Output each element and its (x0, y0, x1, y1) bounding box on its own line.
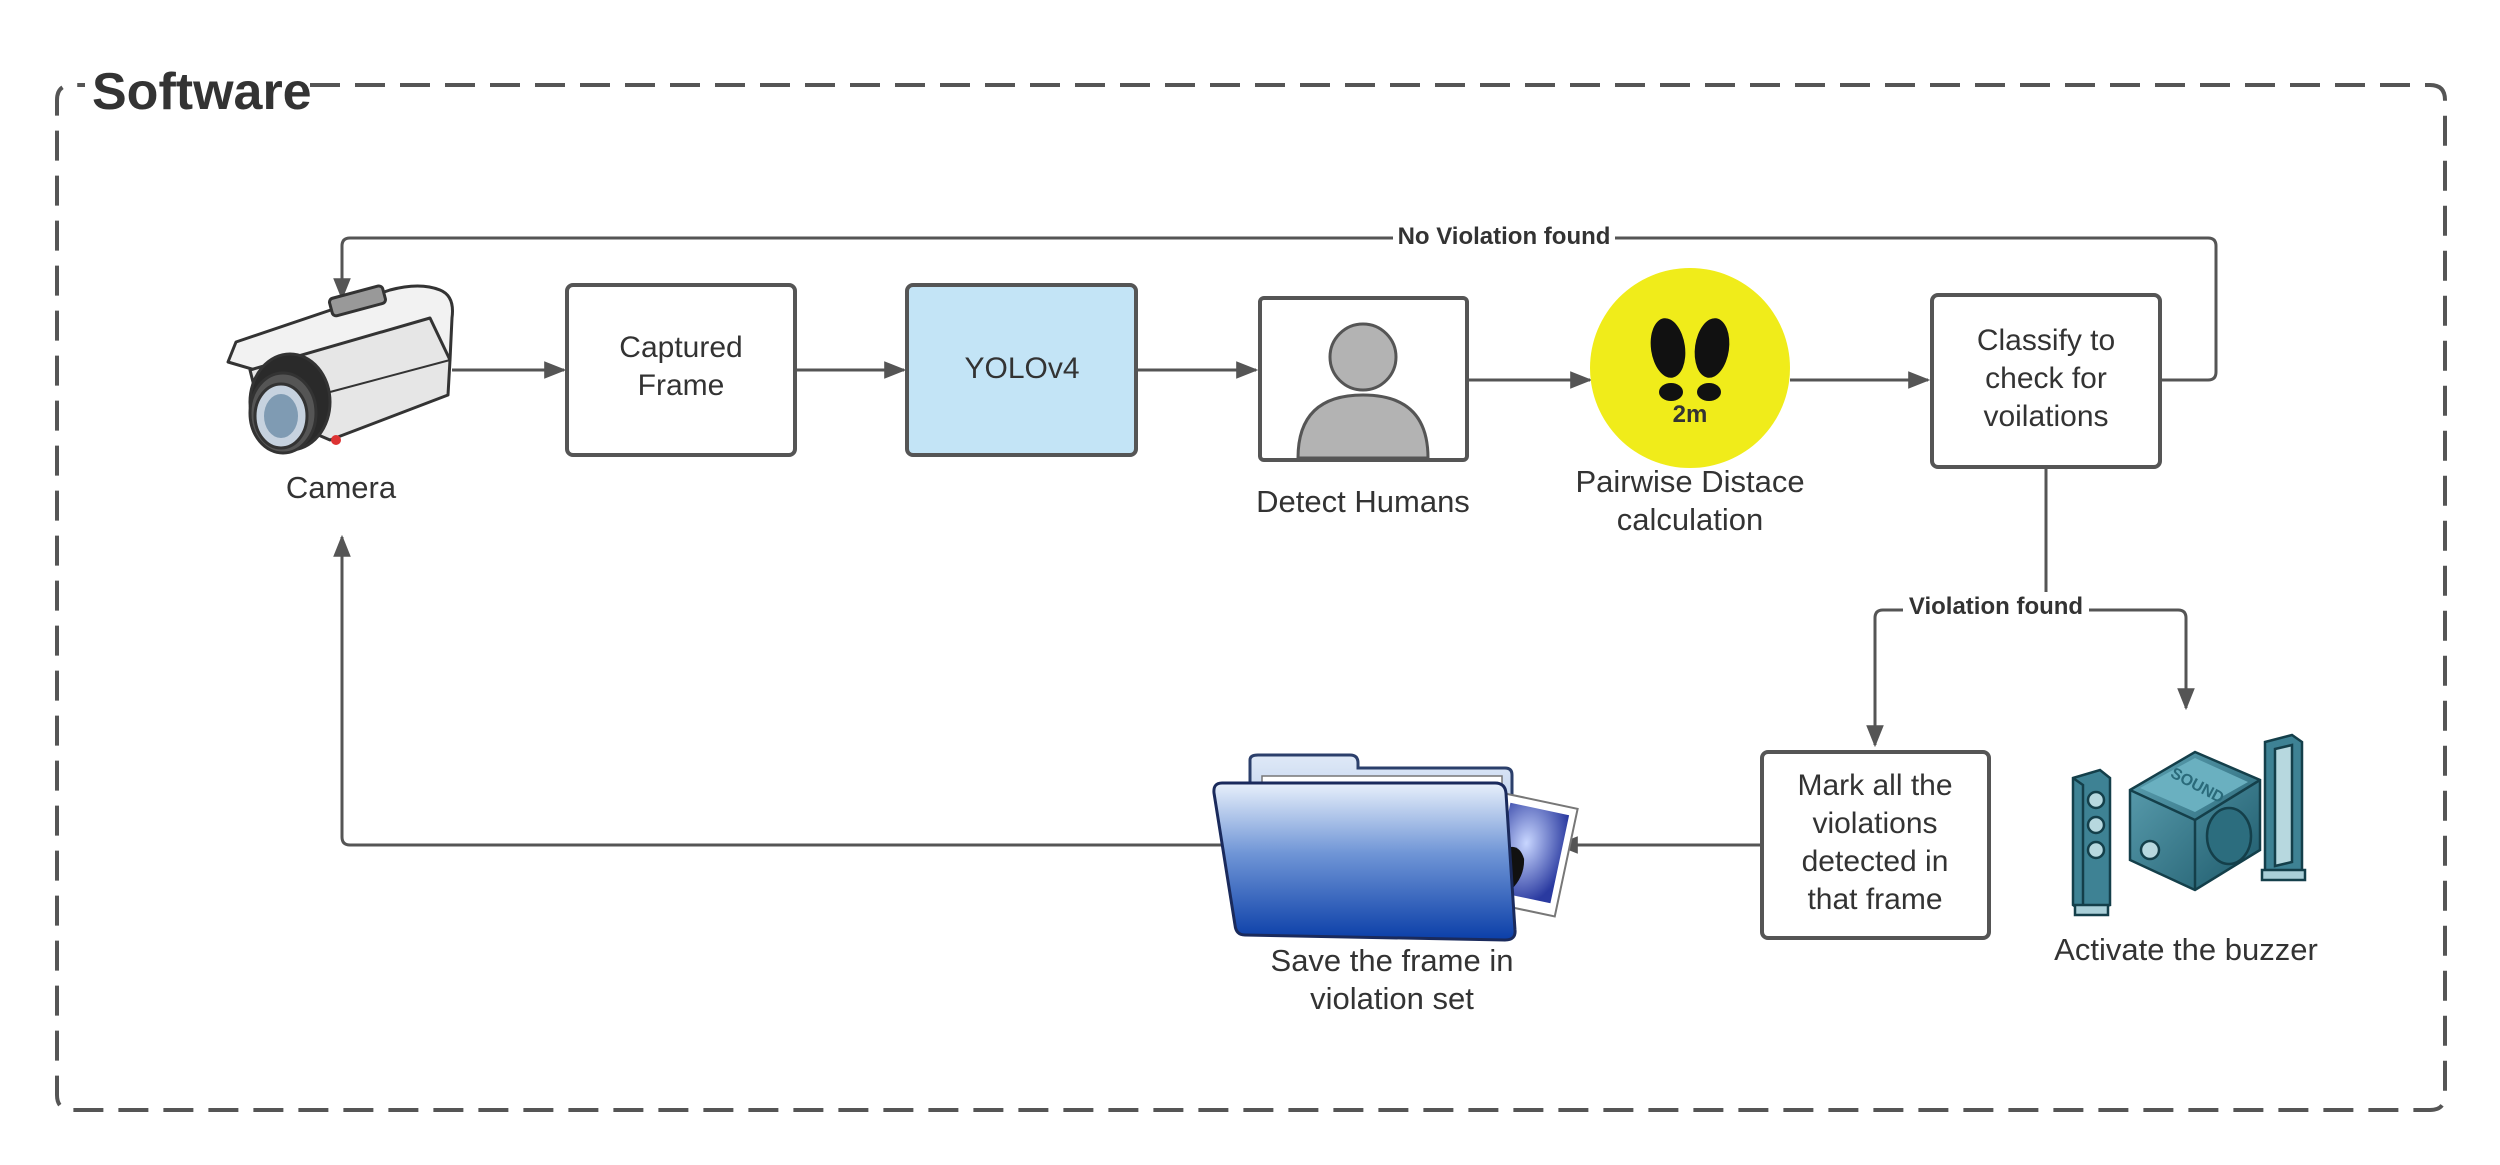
speaker-icon: SOUND (2071, 733, 2307, 917)
frame-title: Software (92, 63, 312, 121)
folder-icon (1212, 753, 1579, 942)
detect-humans-label: Detect Humans (1256, 484, 1470, 519)
edge-save-to-camera (333, 534, 1225, 847)
edge-label-violation: Violation found (1909, 593, 2083, 620)
edge-violation-to-mark (1866, 467, 2048, 748)
classify-node: Classify to check for voilations (1930, 293, 2162, 469)
classify-line1: Classify to (1977, 324, 2115, 357)
pairwise-line1: Pairwise Distace (1575, 464, 1804, 499)
mark-violations-node: Mark all the violations detected in that… (1760, 750, 1991, 940)
mark-line1: Mark all the (1797, 769, 1952, 802)
save-line2: violation set (1310, 981, 1474, 1016)
footprints-icon (1650, 318, 1730, 401)
edge-violation-to-buzzer (2046, 608, 2195, 711)
pairwise-node: 2m Pairwise Distace calculation (1575, 268, 1805, 537)
classify-line2: check for (1985, 362, 2107, 395)
captured-frame-line1: Captured (619, 331, 742, 364)
pairwise-line2: calculation (1617, 502, 1763, 537)
camera-node: Camera (226, 284, 454, 505)
classify-line3: voilations (1983, 400, 2108, 433)
person-icon (1296, 322, 1430, 460)
edge-no-violation-loop (333, 236, 2218, 382)
mark-line2: violations (1812, 807, 1937, 840)
mark-line3: detected in (1802, 845, 1949, 878)
edge-label-no-violation: No Violation found (1398, 223, 1611, 250)
edge-label-bg (1903, 592, 2089, 624)
captured-frame-line2: Frame (638, 369, 725, 402)
edge-label-bg (1393, 220, 1615, 252)
yolo-label: YOLOv4 (964, 352, 1079, 385)
distance-badge: 2m (1673, 401, 1708, 428)
buzzer-node: SOUND Activate the buzzer (2054, 733, 2318, 967)
save-line1: Save the frame in (1271, 943, 1514, 978)
save-node: Save the frame in violation set (1212, 753, 1579, 1016)
connectors (333, 236, 2218, 854)
captured-frame-node: Captured Frame (565, 283, 797, 457)
mark-line4: that frame (1807, 883, 1942, 916)
camera-label: Camera (286, 470, 397, 505)
software-frame: Software (55, 63, 2447, 1112)
buzzer-label: Activate the buzzer (2054, 932, 2318, 967)
footprint-circle (1590, 268, 1790, 468)
yolo-node: YOLOv4 (905, 283, 1138, 457)
detect-humans-node: Detect Humans (1256, 296, 1470, 519)
camera-icon (226, 284, 454, 455)
